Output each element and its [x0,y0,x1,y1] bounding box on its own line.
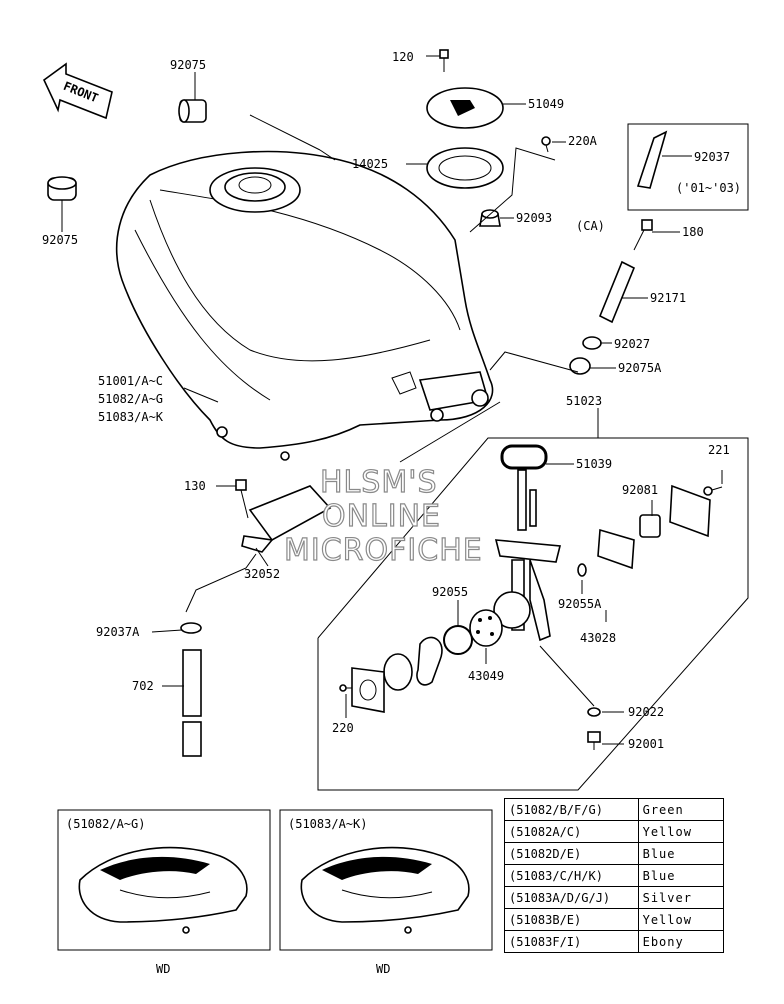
watermark-line-2: ONLINE [322,499,441,534]
table-row: (51082/B/F/G) Green [504,798,725,821]
label-180: 180 [682,225,704,239]
table-row: (51083F/I) Ebony [504,930,725,953]
filter-43049 [469,609,503,647]
watermark: HLSM'S ONLINE MICROFICHE [283,464,483,568]
table-row: (51083/C/H/K) Blue [504,864,725,887]
label-43028: 43028 [580,631,616,645]
oring-92055 [443,625,473,655]
hose-702 [182,649,202,757]
label-32052: 32052 [244,567,280,581]
table-row: (51082D/E) Blue [504,842,725,865]
color-name: Yellow [637,908,725,931]
color-table: (51082/B/F/G) Green (51082A/C) Yellow (5… [504,798,725,953]
cap-base-14025 [426,147,504,189]
label-43049: 43049 [468,669,504,683]
screw-220 [339,684,352,692]
table-row: (51082A/C) Yellow [504,820,725,843]
label-tank-1: 51001/A~C [98,374,163,388]
front-arrow-icon: FRONT [42,62,113,120]
washer-92022 [587,707,601,717]
label-221: 221 [708,443,730,457]
gasket-51039 [500,444,548,470]
label-92001: 92001 [628,737,664,751]
label-130: 130 [184,479,206,493]
bolt-92001 [587,731,601,750]
label-92075-left: 92075 [42,233,78,247]
color-name: Blue [637,842,725,865]
watermark-line-1: HLSM'S [320,465,438,500]
label-92081: 92081 [622,483,658,497]
inset-51083: (51083/A~K) WD [279,809,493,976]
table-row: (51083A/D/G/J) Silver [504,886,725,909]
label-92093: 92093 [516,211,552,225]
screw-220A [541,136,551,153]
label-51049: 51049 [528,97,564,111]
color-code: (51083A/D/G/J) [504,886,639,909]
oring-92055A [577,563,587,577]
watermark-line-3: MICROFICHE [284,533,483,568]
color-code: (51082A/C) [504,820,639,843]
label-51023: 51023 [566,394,602,408]
drain-92093 [479,209,501,227]
spring-92081 [639,514,661,538]
table-row: (51083B/E) Yellow [504,908,725,931]
fuel-tank [116,150,494,461]
damper-92075A [569,357,591,375]
bolt-130 [235,479,249,519]
inset-51082: (51082/A~G) WD [57,809,271,976]
label-92022: 92022 [628,705,664,719]
label-tank-2: 51082/A~G [98,392,163,406]
inset-51083-caption: WD [376,962,390,976]
strainer [351,636,443,713]
label-92075A: 92075A [618,361,662,375]
strap-92171 [598,260,636,324]
label-92093-note: (CA) [576,219,605,233]
leader-lines [61,55,723,745]
label-14025: 14025 [352,157,388,171]
color-code: (51082/B/F/G) [504,798,639,821]
label-51039: 51039 [576,457,612,471]
filler-cap-51049 [426,49,504,129]
label-220: 220 [332,721,354,735]
label-92037-note: ('01~'03) [676,181,741,195]
label-92055A: 92055A [558,597,602,611]
inset-51082-title: (51082/A~G) [66,817,145,831]
damper-92075-top [178,99,207,123]
label-702: 702 [132,679,154,693]
screw-221 [703,486,723,496]
plug-92037A [180,622,202,634]
color-code: (51083F/I) [504,930,639,953]
label-92075-top: 92075 [170,58,206,72]
inset-51082-caption: WD [156,962,170,976]
label-92037A: 92037A [96,625,140,639]
color-code: (51083/C/H/K) [504,864,639,887]
label-220A: 220A [568,134,598,148]
label-120: 120 [392,50,414,64]
label-92171: 92171 [650,291,686,305]
diaphragm-cover [597,484,711,570]
label-92037: 92037 [694,150,730,164]
color-name: Yellow [637,820,725,843]
bolt-180 [633,219,653,251]
label-92055: 92055 [432,585,468,599]
damper-92075-left [47,176,77,201]
label-tank-3: 51083/A~K [98,410,164,424]
color-code: (51083B/E) [504,908,639,931]
inset-51083-title: (51083/A~K) [288,817,367,831]
color-name: Silver [637,886,725,909]
color-name: Ebony [637,930,725,953]
collar-92027 [582,336,602,350]
color-code: (51082D/E) [504,842,639,865]
tube-92037 [636,130,668,189]
color-name: Green [637,798,725,821]
color-name: Blue [637,864,725,887]
bracket-32052 [241,485,332,553]
label-92027: 92027 [614,337,650,351]
fuel-cock [493,469,562,642]
